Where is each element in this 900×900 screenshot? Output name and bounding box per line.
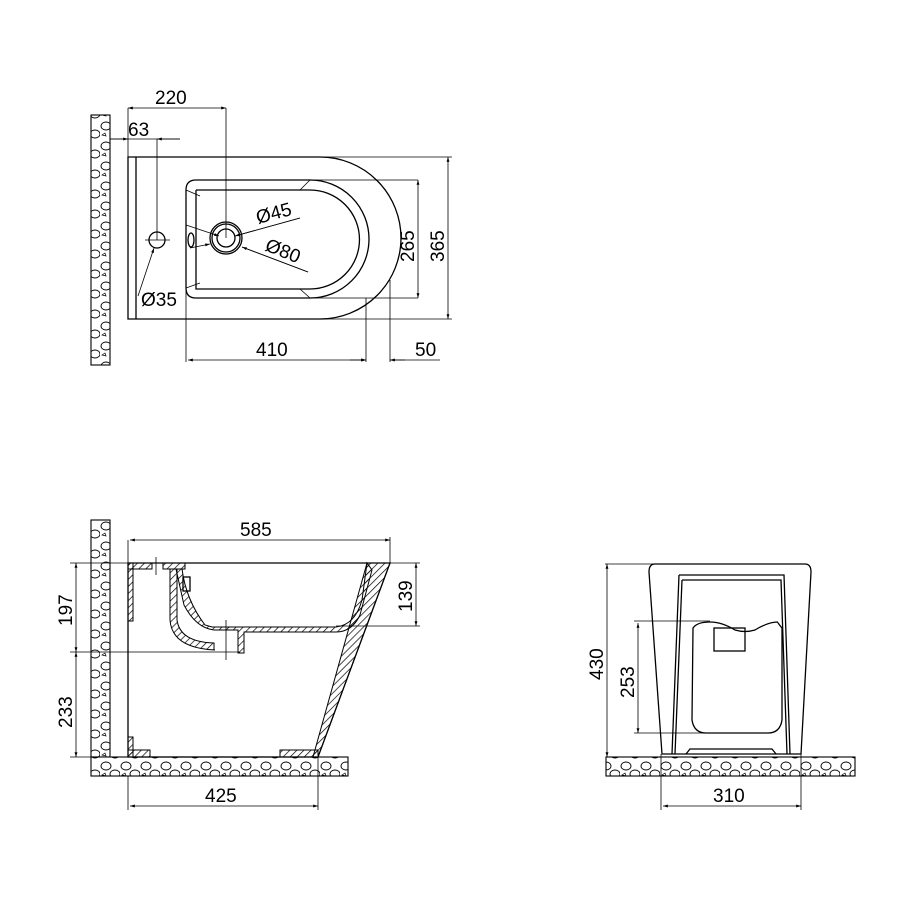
dim-233: 233 xyxy=(56,696,77,728)
top-view: 220 63 Ø45 Ø80 Ø35 265 365 410 xyxy=(90,88,452,366)
dim-310: 310 xyxy=(713,786,745,807)
dim-585: 585 xyxy=(240,520,272,541)
dim-d45: Ø45 xyxy=(254,199,294,229)
bidet-outline-top xyxy=(127,156,402,320)
dim-d35: Ø35 xyxy=(141,290,177,311)
dim-63: 63 xyxy=(128,120,149,141)
side-view: 585 139 197 233 425 xyxy=(56,519,420,810)
wall-section xyxy=(90,114,111,366)
dim-d80: Ø80 xyxy=(262,235,303,268)
overflow-slot xyxy=(187,232,195,248)
dim-265: 265 xyxy=(398,230,419,262)
dim-430: 430 xyxy=(587,648,608,680)
dim-410: 410 xyxy=(256,340,288,361)
outlet-shape-front xyxy=(691,621,783,734)
wall-section-side xyxy=(90,519,111,758)
floor-section-front xyxy=(605,756,856,777)
dim-139: 139 xyxy=(396,580,417,612)
dim-365: 365 xyxy=(428,230,449,262)
dim-197: 197 xyxy=(56,594,77,626)
dim-220: 220 xyxy=(155,88,187,109)
dim-425: 425 xyxy=(205,786,237,807)
floor-section-side xyxy=(90,756,349,777)
dim-253: 253 xyxy=(618,666,639,698)
bowl-outline-top xyxy=(185,179,370,299)
dim-50: 50 xyxy=(415,340,436,361)
front-view: 430 253 310 xyxy=(587,563,856,810)
